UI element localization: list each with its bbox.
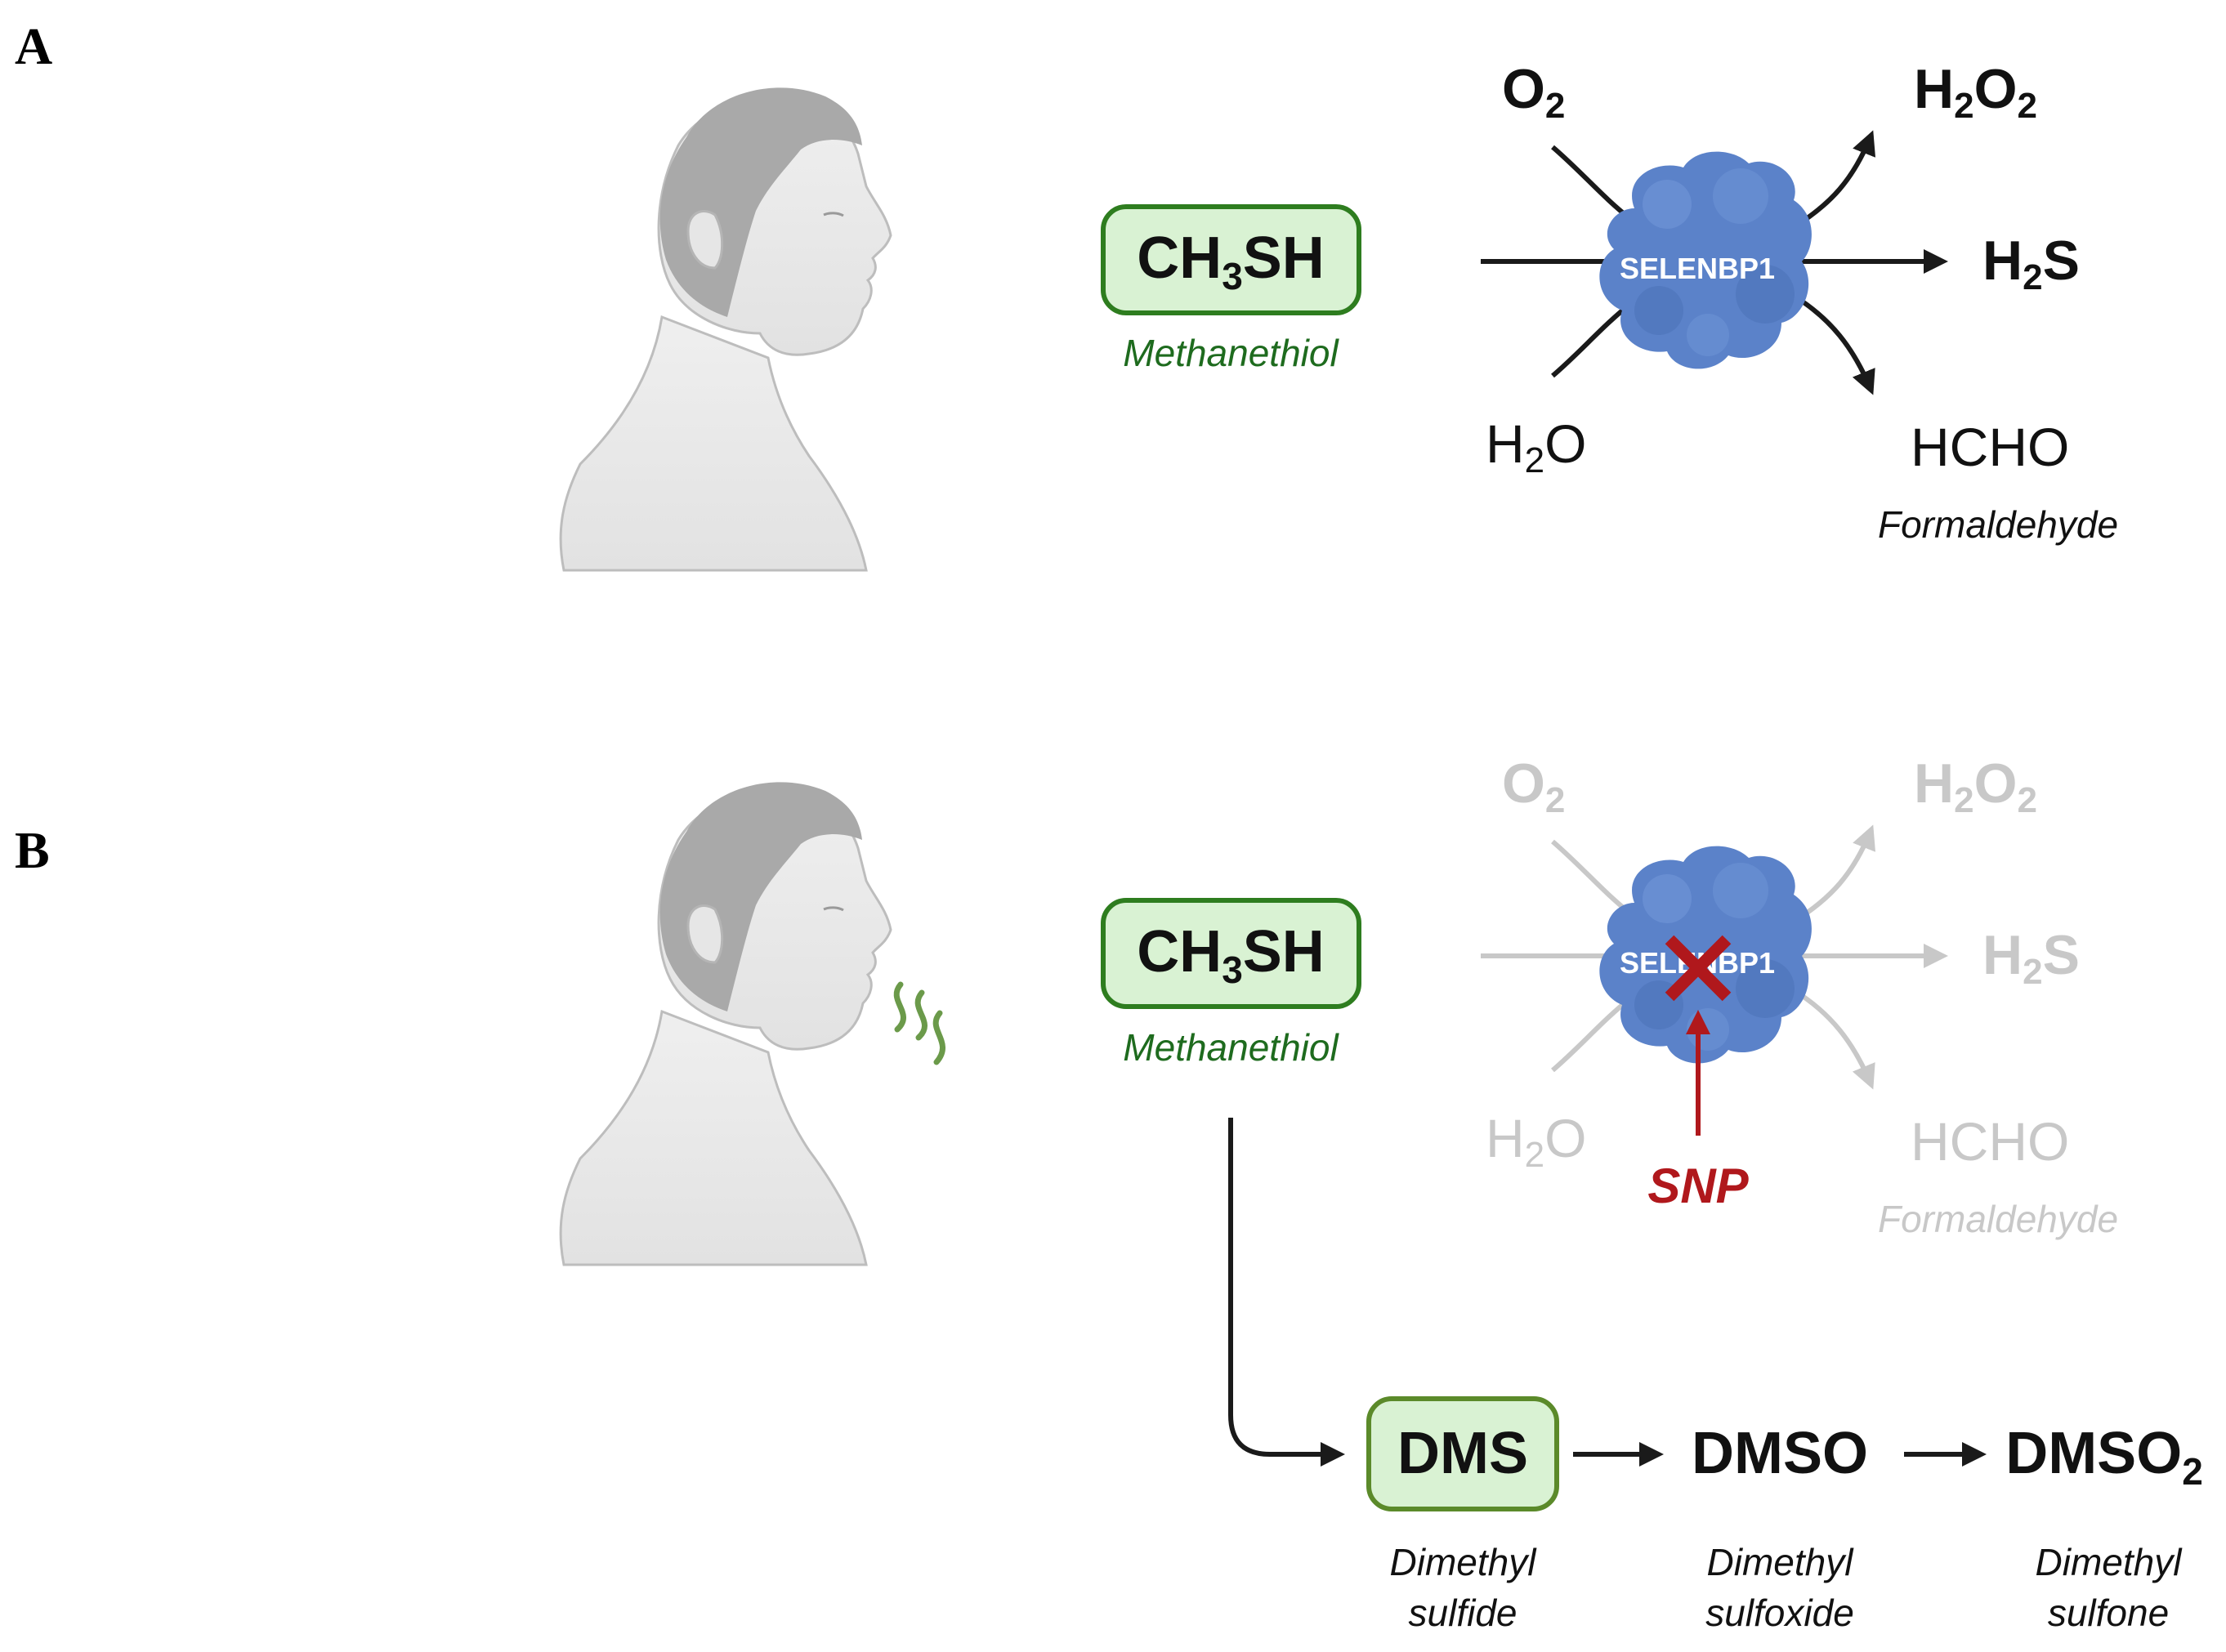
product-h2o2-b: H2O2 [1914, 752, 2037, 820]
product-hcho-a: HCHO [1911, 417, 2069, 477]
reactant-h2o-a: H2O [1486, 413, 1587, 480]
substrate-formula: CH3SH [1137, 919, 1325, 991]
product-h2o2-a: H2O2 [1914, 58, 2037, 126]
cross-mark-icon [1665, 935, 1732, 1002]
pathway-name-dmso-line2: sulfoxide [1705, 1592, 1854, 1634]
reactant-o2-b: O2 [1502, 752, 1565, 820]
green-box [1101, 898, 1361, 1009]
pathway-name-dmso2-line2: sulfone [2048, 1592, 2169, 1634]
pathway-name-dms-line2: sulfide [1409, 1592, 1518, 1634]
protein-blob-icon [1599, 151, 1812, 369]
human-head-silhouette [559, 780, 892, 1266]
panel-label-a: A [15, 17, 52, 75]
substrate-box-b: CH3SH Methanethiol [1101, 898, 1361, 1069]
reactant-o2-a: O2 [1502, 58, 1565, 126]
substrate-name: Methanethiol [1123, 1026, 1339, 1069]
pathway-formula-dms: DMS [1397, 1421, 1528, 1486]
pathway-name-dmso2-line1: Dimethyl [2036, 1541, 2184, 1583]
pathway-formula-dmso2: DMSO2 [2005, 1421, 2203, 1493]
enzyme-label-a: SELENBP1 [1620, 252, 1775, 285]
green-box [1101, 204, 1361, 315]
pathway-step-dmso: DMSO Dimethyl sulfoxide [1692, 1421, 1868, 1634]
odor-waves-icon [893, 981, 945, 1065]
pathway-step-dmso2: DMSO2 Dimethyl sulfone [2005, 1421, 2203, 1634]
inhibitor-label: SNP [1647, 1159, 1749, 1213]
pathway-name-dms-line1: Dimethyl [1390, 1541, 1538, 1583]
product-h2s-b: H2S [1982, 924, 2080, 992]
substrate-box-a: CH3SH Methanethiol [1101, 204, 1361, 374]
substrate-formula: CH3SH [1137, 225, 1325, 297]
pathway-step-dms: DMS Dimethyl sulfide [1366, 1396, 1559, 1634]
pathway-name-dmso-line1: Dimethyl [1707, 1541, 1855, 1583]
human-head-silhouette [559, 86, 892, 572]
panel-label-b: B [15, 821, 50, 879]
substrate-name: Methanethiol [1123, 332, 1339, 374]
product-hcho-b: HCHO [1911, 1111, 2069, 1172]
reactant-h2o-b: H2O [1486, 1108, 1587, 1175]
product-h2s-a: H2S [1982, 230, 2080, 297]
product-hcho-name-a: Formaldehyde [1878, 503, 2118, 546]
green-box [1366, 1396, 1559, 1511]
product-hcho-name-b: Formaldehyde [1878, 1198, 2118, 1240]
pathway-connector-arrow [1228, 1118, 1345, 1467]
pathway-formula-dmso: DMSO [1692, 1421, 1868, 1486]
